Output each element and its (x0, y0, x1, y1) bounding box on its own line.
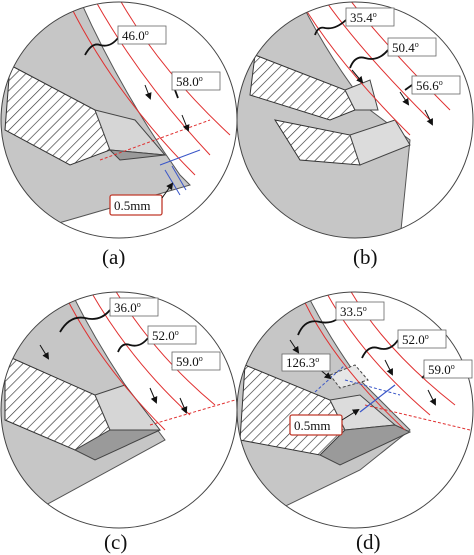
angle-box (335, 301, 385, 321)
flow-line (324, 2, 431, 121)
panel-caption: (b) (353, 245, 378, 269)
angle-box (171, 71, 221, 91)
dimension-box (109, 194, 163, 216)
angle-box (345, 7, 395, 27)
leader-line (174, 89, 179, 99)
panel-caption: (c) (104, 530, 127, 554)
angle-label: 52.0o (152, 328, 179, 343)
dimension-line (344, 379, 401, 396)
panel-c: 36.0o 52.0o 59.0o (c) (0, 291, 238, 554)
dimension-line (171, 165, 187, 191)
flow-line (94, 2, 211, 156)
tool-shank (249, 54, 356, 121)
arrow (39, 344, 50, 360)
leader-line (84, 37, 119, 56)
panel-caption: (d) (356, 530, 381, 554)
arrow (179, 397, 188, 414)
dimension-line (359, 384, 396, 413)
arrow (351, 69, 364, 84)
dimension-box (289, 414, 343, 436)
panel-b-view (237, 2, 473, 238)
angle-label: 59.0o (176, 354, 203, 369)
leader-line (404, 84, 413, 91)
panel-d: 33.5o 52.0o 59.0o 126.3o 0.5mm (d) (236, 291, 474, 554)
arrow (427, 389, 436, 406)
dimension-line (159, 149, 201, 166)
leader-line (349, 49, 389, 69)
angle-box (171, 351, 221, 371)
flow-line (89, 292, 191, 416)
panel-d-outline (236, 291, 474, 529)
flow-line (324, 292, 431, 416)
panel-caption: (a) (102, 245, 125, 269)
arrow (149, 387, 158, 404)
dimension-label: 0.5mm (294, 418, 330, 433)
shear-plane-dashed (99, 119, 211, 161)
angle-label: 36.0o (114, 300, 141, 315)
angle-box (147, 325, 197, 345)
angle-label: 59.0o (428, 362, 455, 377)
arrow (341, 408, 360, 421)
arrow (424, 109, 433, 126)
flow-line (299, 2, 411, 136)
corner-angle-box (281, 353, 331, 372)
dimension-label: 0.5mm (114, 198, 150, 213)
angle-label: 50.4o (392, 40, 419, 55)
angle-box (411, 75, 461, 95)
angle-label: 35.4o (350, 10, 377, 25)
panel-b-outline (236, 1, 474, 239)
arrow (161, 182, 174, 199)
angle-box (387, 37, 437, 57)
leader-line (314, 19, 347, 36)
angle-label: 58.0o (176, 74, 203, 89)
angle-label: 33.5o (340, 304, 367, 319)
arrow (289, 339, 300, 354)
flow-line (119, 2, 231, 136)
tool-shank (4, 64, 111, 166)
angle-label: 52.0o (402, 332, 429, 347)
leader-line (59, 309, 111, 333)
arrow (384, 359, 393, 376)
shear-plane-dashed (364, 404, 471, 431)
corner-angle-label: 126.3o (286, 355, 319, 370)
angle-label: 46.0o (122, 28, 149, 43)
angle-box (117, 25, 167, 45)
arrow (144, 84, 152, 100)
leader-line (361, 339, 399, 359)
angle-box (423, 359, 473, 379)
tool-tip-shadow (73, 429, 161, 461)
angle-box (397, 329, 447, 349)
flow-line (299, 292, 406, 431)
arrow (399, 91, 410, 106)
flow-line (69, 4, 196, 176)
arrow (181, 114, 190, 132)
panel-c-view (1, 292, 237, 528)
tool-tip-shadow (319, 424, 412, 466)
angle-box (109, 297, 159, 317)
panel-a: 46.0o 58.0o 0.5mm (a) (0, 1, 238, 269)
tool-tip (349, 119, 411, 166)
flow-line (64, 294, 166, 431)
panel-b: 35.4o 50.4o 56.6o (b) (236, 1, 474, 269)
leader-line (117, 337, 149, 353)
angle-label: 56.6o (416, 78, 443, 93)
